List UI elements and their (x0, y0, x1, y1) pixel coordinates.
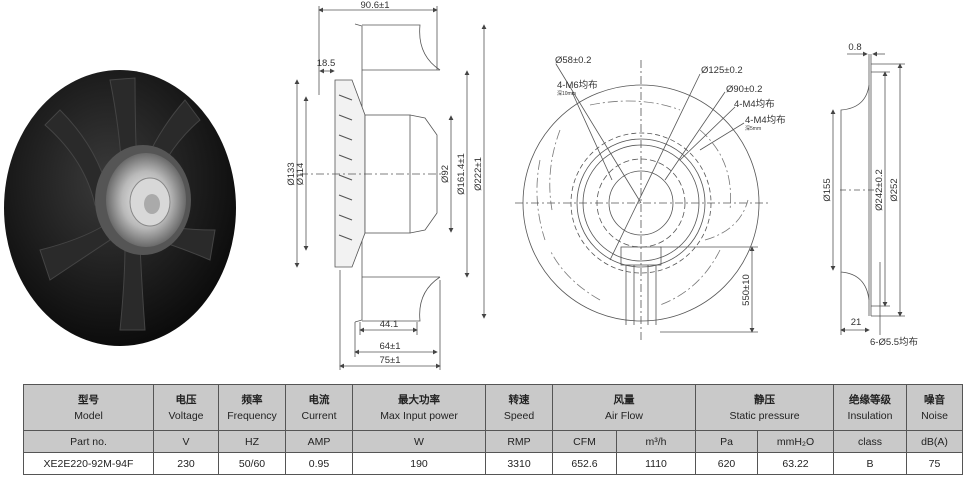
unit-cell: m³/h (615, 430, 697, 453)
value-cell: 0.95 (285, 452, 353, 475)
label-d252: Ø252 (889, 178, 900, 201)
label-d90: Ø90±0.2 (726, 84, 762, 95)
unit-cell: Part no. (23, 430, 154, 453)
label-cable-length: 550±10 (741, 274, 752, 306)
dim-flange: 18.5 (317, 58, 336, 69)
label-holes: 6-Ø5.5均布 (870, 336, 918, 348)
value-cell: 3310 (485, 452, 553, 475)
label-width-21: 21 (851, 317, 862, 328)
label-d125: Ø125±0.2 (701, 65, 743, 76)
dim-64: 64±1 (379, 341, 400, 352)
label-d242: Ø242±0.2 (874, 169, 885, 211)
dim-d114: Ø114 (295, 163, 306, 186)
label-m6-depth: 深10mm (557, 90, 576, 97)
technical-drawings: 90.6±1 18.5 Ø133 Ø114 Ø92 Ø161.4±1 Ø222±… (4, 0, 918, 370)
value-cell: B (833, 452, 908, 475)
unit-cell: V (153, 430, 219, 453)
value-cell: 230 (153, 452, 219, 475)
front-view-drawing (515, 60, 770, 340)
dim-d133: Ø133 (286, 162, 297, 185)
value-cell: 652.6 (552, 452, 617, 475)
label-m6: 4-M6均布 (557, 79, 598, 91)
units-row: Part no. V HZ AMP W RMP CFM m³/h Pa mmH₂… (23, 430, 964, 453)
dim-d92: Ø92 (440, 165, 451, 183)
unit-cell: W (352, 430, 486, 453)
unit-cell: HZ (218, 430, 286, 453)
dim-75: 75±1 (379, 355, 400, 366)
unit-cell: CFM (552, 430, 617, 453)
dim-overall-length: 90.6±1 (361, 0, 390, 11)
table-row: XE2E220-92M-94F 230 50/60 0.95 190 3310 … (23, 452, 964, 475)
value-cell: 75 (906, 452, 964, 475)
label-m4b: 4-M4均布 (745, 114, 786, 126)
unit-cell: RMP (485, 430, 553, 453)
value-cell: 1110 (615, 452, 697, 475)
unit-cell: Pa (695, 430, 759, 453)
value-cell: 620 (695, 452, 759, 475)
unit-cell: mmH₂O (757, 430, 835, 453)
unit-cell: class (833, 430, 908, 453)
value-cell: 190 (352, 452, 486, 475)
value-cell: 63.22 (757, 452, 835, 475)
fan-product-photo (4, 70, 236, 346)
dim-d222: Ø222±1 (473, 157, 484, 191)
unit-cell: dB(A) (906, 430, 964, 453)
dim-d161: Ø161.4±1 (456, 153, 467, 195)
label-d58: Ø58±0.2 (555, 55, 591, 66)
label-m4b-depth: 深5mm (745, 125, 761, 132)
label-m4a: 4-M4均布 (734, 98, 775, 110)
value-cell: 50/60 (218, 452, 286, 475)
label-thickness: 0.8 (848, 42, 861, 53)
label-d155: Ø155 (822, 178, 833, 201)
side-view-drawing (294, 6, 487, 370)
inlet-ring-drawing (830, 51, 905, 335)
unit-cell: AMP (285, 430, 353, 453)
value-cell: XE2E220-92M-94F (23, 452, 154, 475)
dim-44: 44.1 (380, 319, 399, 330)
